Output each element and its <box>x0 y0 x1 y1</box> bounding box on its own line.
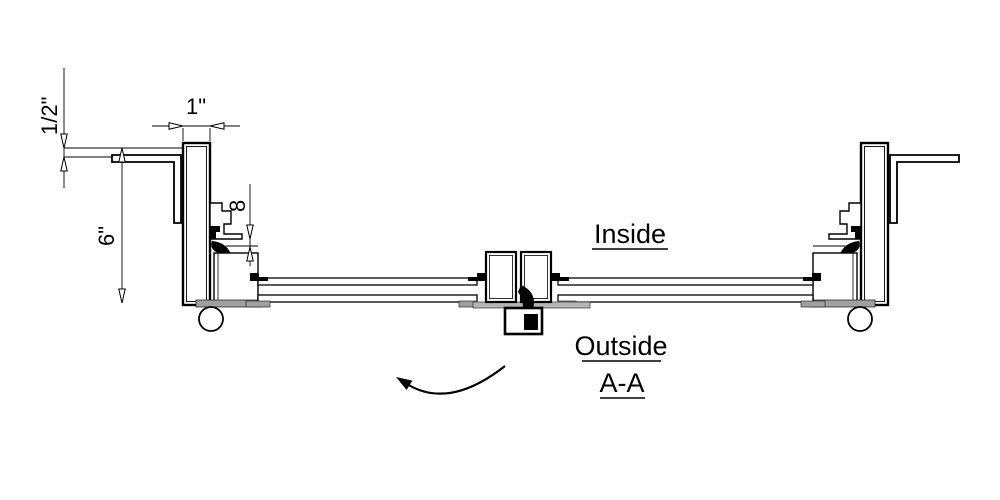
dim-arrow-icon <box>60 156 68 172</box>
pivot-circle <box>847 306 873 332</box>
section-label: A-A <box>599 368 644 398</box>
meeting-stile-assembly <box>472 250 591 336</box>
swing-direction-arrow <box>396 365 506 395</box>
glazing-clip <box>468 273 486 281</box>
dim-text-jamb-depth: 6" <box>94 226 119 246</box>
setting-block <box>800 300 826 308</box>
setting-block <box>245 300 271 308</box>
meeting-stile-left-inner <box>489 255 513 299</box>
dim-arrow-icon <box>246 246 254 262</box>
outside-label: Outside <box>574 331 667 361</box>
jamb-tube <box>181 141 212 307</box>
dim-text-wall-gap: 1/2" <box>37 97 62 135</box>
dim-arrow-icon <box>118 147 126 163</box>
weatherseal <box>851 226 861 239</box>
glazing-clip <box>803 273 821 281</box>
weatherseal <box>210 226 220 239</box>
dim-arrow-icon <box>118 288 126 304</box>
swing-arc <box>406 365 506 395</box>
left-jamb-assembly <box>111 141 263 332</box>
dim-arrow-icon <box>209 122 225 130</box>
meeting-stile-right-inner <box>524 255 548 299</box>
dim-arrow-icon <box>168 122 184 130</box>
glass-line-bottom <box>557 294 814 303</box>
right-door-leaf <box>551 273 826 308</box>
wall-line <box>889 154 960 224</box>
arrowhead-icon <box>396 377 413 390</box>
dimension-annotations: 1/2" 1" 6" 8 <box>37 68 254 304</box>
meeting-stile-left <box>484 250 518 304</box>
glass-line-top <box>257 277 478 286</box>
dim-arrow-icon <box>60 133 68 149</box>
dim-arrow-icon <box>246 224 254 240</box>
dim-text-jamb-width: 1" <box>186 94 206 119</box>
dim-text-stop-gap: 8 <box>225 200 250 212</box>
astragal-insert <box>524 314 538 330</box>
glazing-clip <box>250 273 268 281</box>
text-labels: Inside Outside A-A <box>574 219 668 399</box>
jamb-tube <box>859 141 890 307</box>
glazing-clip <box>551 273 569 281</box>
left-door-leaf <box>245 273 486 308</box>
glass-line-bottom <box>257 294 478 303</box>
pivot-circle <box>198 306 224 332</box>
glass-line-top <box>557 277 814 286</box>
right-jamb-assembly <box>808 141 960 332</box>
inside-label: Inside <box>594 219 666 249</box>
